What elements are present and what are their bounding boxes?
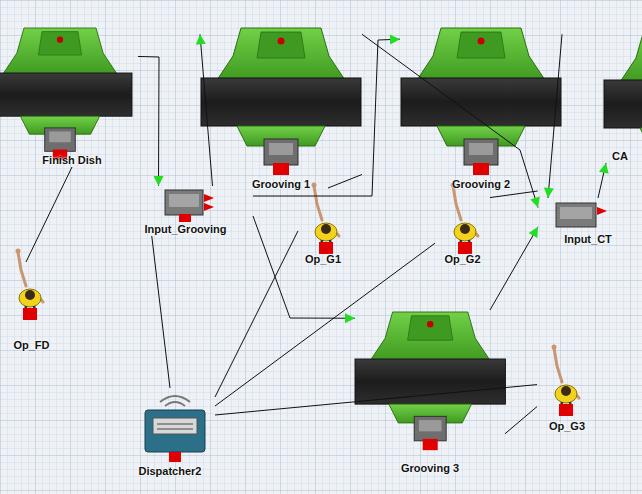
- connector-line: [200, 34, 213, 186]
- connector: [328, 175, 362, 189]
- connector-line: [215, 385, 537, 415]
- machine-icon: [604, 30, 642, 177]
- connector: [215, 385, 537, 415]
- connector: [26, 167, 72, 262]
- machine-icon: [401, 28, 561, 175]
- node-label: Op_G3: [548, 420, 586, 433]
- machine-node: Finish Dish: [6, 2, 138, 167]
- connector-line: [328, 175, 362, 189]
- arrow-head: [196, 34, 206, 44]
- connector: [253, 35, 400, 196]
- machine-node: Grooving 2: [400, 26, 562, 191]
- arrow-head: [390, 35, 400, 45]
- arrow-head: [345, 313, 355, 323]
- machine-icon: [0, 28, 132, 160]
- connector-line: [215, 243, 435, 406]
- arrow-head: [530, 197, 540, 208]
- connector: [598, 163, 609, 198]
- dispatcher-node: Dispatcher2: [125, 388, 215, 478]
- node-label: Input_Grooving: [144, 223, 228, 236]
- connector-line: [26, 167, 72, 262]
- arrow-head: [154, 176, 164, 186]
- queue-node: Input_CT: [538, 198, 638, 246]
- node-label: Op_FD: [12, 339, 50, 352]
- machine-node: Grooving 3: [355, 310, 505, 475]
- connector-line: [138, 56, 159, 186]
- node-label: Op_G1: [304, 253, 342, 266]
- node-label: Grooving 3: [400, 462, 460, 475]
- operator-node: Op_G1: [298, 188, 348, 266]
- connector-line: [362, 34, 538, 207]
- connector: [544, 34, 562, 198]
- connector: [196, 34, 213, 186]
- node-label: Dispatcher2: [138, 465, 203, 478]
- machine-node: Grooving 1: [200, 26, 362, 191]
- operator-figure: [552, 345, 580, 417]
- connector-line: [548, 34, 562, 198]
- connector-line: [253, 216, 355, 318]
- connector: [490, 227, 538, 310]
- operator-node: Op_FD: [4, 262, 59, 352]
- dispatcher-icon: [145, 396, 205, 462]
- connector: [215, 243, 435, 406]
- connector-line: [253, 39, 400, 196]
- node-label: Grooving 2: [451, 178, 511, 191]
- connector: [490, 191, 538, 198]
- connector: [138, 56, 164, 186]
- node-label: Grooving 1: [251, 178, 311, 191]
- node-label: Input_CT: [563, 233, 613, 246]
- connector-line: [152, 236, 170, 388]
- connector-line: [505, 407, 537, 434]
- node-label: Op_G2: [443, 253, 481, 266]
- arrow-head: [544, 188, 554, 198]
- connector: [505, 407, 537, 434]
- queue-node: Input_Grooving: [118, 186, 253, 236]
- node-label: Finish Dish: [41, 154, 102, 167]
- operator-figure: [312, 183, 340, 255]
- connector-line: [490, 227, 538, 310]
- connector: [253, 216, 355, 323]
- node-label: CA: [611, 150, 629, 163]
- operator-node: Op_G3: [537, 345, 597, 433]
- operator-node: Op_G2: [435, 190, 490, 266]
- operator-figure: [16, 249, 44, 321]
- connector: [215, 231, 298, 397]
- arrow-head: [529, 227, 538, 238]
- machine-node: CA: [600, 28, 640, 163]
- connector-line: [490, 191, 538, 198]
- arrow-head: [599, 163, 609, 174]
- connector: [362, 34, 540, 207]
- connector: [152, 236, 170, 388]
- operator-figure: [451, 183, 479, 255]
- machine-icon: [355, 312, 505, 450]
- connector-line: [215, 231, 298, 397]
- machine-icon: [201, 28, 361, 175]
- queue-icon: [556, 203, 607, 227]
- queue-icon: [165, 190, 214, 222]
